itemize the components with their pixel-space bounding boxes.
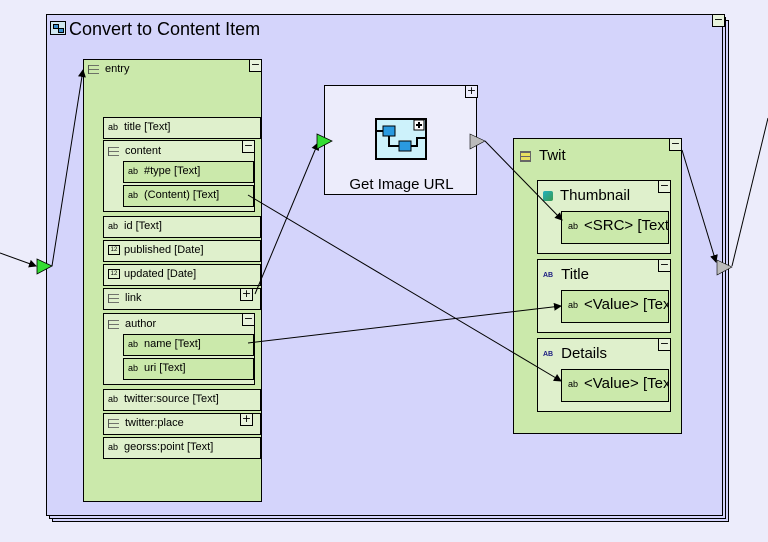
input-port[interactable] (36, 258, 53, 275)
process-label: Get Image URL (349, 176, 454, 193)
twit-collapse-button[interactable]: − (669, 137, 682, 151)
text-type-icon: ab (108, 442, 119, 452)
wire-output[interactable] (731, 117, 768, 267)
process-icon (50, 21, 66, 35)
collapse-button[interactable]: − (712, 13, 725, 27)
container-title: Convert to Content Item (69, 19, 261, 39)
field-type[interactable]: ab#type [Text] (123, 161, 254, 183)
wire-input-to-entry[interactable] (51, 69, 86, 267)
wire-name-to-title[interactable] (247, 302, 562, 344)
thumbnail-collapse-button[interactable]: − (658, 179, 671, 193)
group-icon (88, 64, 99, 74)
field-src[interactable]: ab<SRC> [Text] (561, 211, 669, 244)
subprocess-icon (375, 118, 427, 160)
text-type-icon: ab (128, 190, 139, 200)
get-image-url-node[interactable]: + Get Image URL (324, 84, 478, 195)
text-type-icon: ab (568, 379, 579, 389)
group-link[interactable]: link + (103, 288, 261, 310)
entry-collapse-button[interactable]: − (249, 58, 262, 72)
title-collapse-button[interactable]: − (658, 258, 671, 272)
field-content[interactable]: ab(Content) [Text] (123, 185, 254, 207)
content-collapse-button[interactable]: − (242, 139, 255, 153)
text-type-icon: ab (128, 166, 139, 176)
wire-process-to-src[interactable] (484, 140, 563, 221)
output-port[interactable] (716, 259, 733, 276)
group-icon (108, 319, 119, 329)
image-icon (543, 191, 553, 202)
date-type-icon: 12 (108, 269, 120, 280)
text-type-icon: ab (128, 363, 139, 373)
link-expand-button[interactable]: + (240, 288, 253, 301)
text-type-icon: ab (108, 122, 119, 132)
group-icon (108, 146, 119, 156)
wire-twit-to-output[interactable] (681, 149, 718, 263)
process-input-port[interactable] (316, 133, 333, 150)
date-type-icon: 12 (108, 245, 120, 256)
group-twitter-place[interactable]: twitter:place + (103, 413, 261, 435)
wire-input[interactable] (0, 252, 37, 268)
ab-text-icon: AB (543, 350, 554, 358)
author-collapse-button[interactable]: − (242, 312, 255, 326)
details-collapse-button[interactable]: − (658, 337, 671, 351)
wire-link-to-process[interactable] (254, 142, 319, 295)
field-title-value[interactable]: ab<Value> [Text] (561, 290, 669, 323)
record-icon (520, 150, 531, 162)
field-details-value[interactable]: ab<Value> [Text] (561, 369, 669, 402)
group-icon (108, 293, 119, 303)
group-icon (108, 418, 119, 428)
text-type-icon: ab (128, 339, 139, 349)
ab-text-icon: AB (543, 271, 554, 279)
text-type-icon: ab (568, 300, 579, 310)
text-type-icon: ab (568, 221, 579, 231)
text-type-icon: ab (108, 394, 119, 404)
text-type-icon: ab (108, 221, 119, 231)
process-output-port[interactable] (469, 133, 486, 150)
twitter-place-expand-button[interactable]: + (240, 413, 253, 426)
process-expand-button[interactable]: + (465, 84, 478, 98)
entry-label: entry (105, 63, 130, 75)
wire-content-to-details[interactable] (247, 194, 562, 382)
